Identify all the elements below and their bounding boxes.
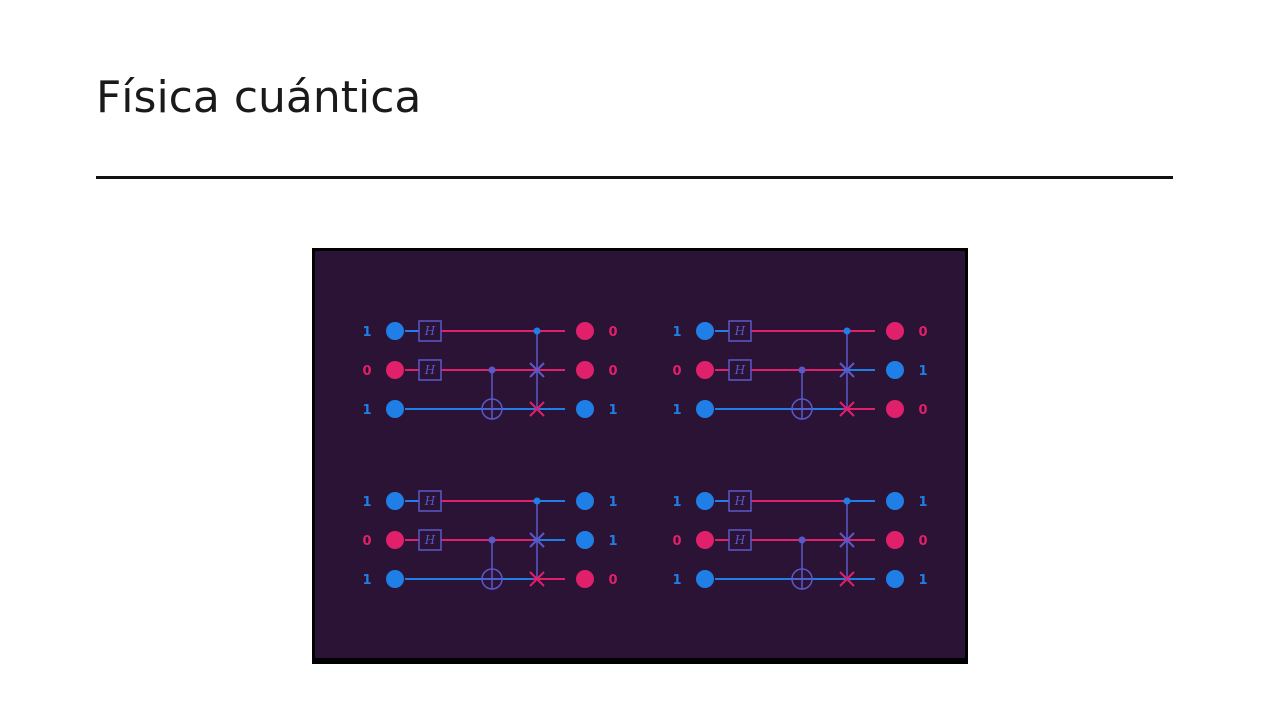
output-label: 0 xyxy=(918,534,927,549)
hadamard-gate-label: H xyxy=(734,533,746,547)
hadamard-gate xyxy=(728,490,752,512)
input-label: 1 xyxy=(672,403,681,418)
input-qubit-dot xyxy=(696,361,714,379)
swap-x-mark xyxy=(529,362,545,378)
input-qubit-dot xyxy=(696,322,714,340)
input-qubit-dot xyxy=(696,570,714,588)
cswap-control-dot xyxy=(533,327,541,335)
hadamard-gate xyxy=(728,320,752,342)
hadamard-gate xyxy=(418,320,442,342)
output-label: 0 xyxy=(608,364,617,379)
output-qubit-dot xyxy=(886,492,904,510)
output-qubit-dot xyxy=(576,570,594,588)
swap-x-mark xyxy=(529,401,545,417)
output-label: 1 xyxy=(608,495,617,510)
input-qubit-dot xyxy=(696,492,714,510)
hadamard-gate-label: H xyxy=(734,494,746,508)
hadamard-gate xyxy=(418,490,442,512)
input-label: 1 xyxy=(672,325,681,340)
input-label: 0 xyxy=(672,364,681,379)
title-underline xyxy=(96,176,1173,179)
output-qubit-dot xyxy=(576,322,594,340)
hadamard-gate-label: H xyxy=(734,363,746,377)
swap-x-mark xyxy=(839,401,855,417)
output-label: 1 xyxy=(608,534,617,549)
hadamard-gate xyxy=(418,529,442,551)
output-qubit-dot xyxy=(886,361,904,379)
input-qubit-dot xyxy=(386,361,404,379)
output-label: 1 xyxy=(918,573,927,588)
cnot-control-dot xyxy=(488,536,496,544)
input-label: 1 xyxy=(362,325,371,340)
swap-x-mark xyxy=(839,532,855,548)
input-qubit-dot xyxy=(696,400,714,418)
cnot-control-dot xyxy=(488,366,496,374)
output-qubit-dot xyxy=(576,531,594,549)
swap-x-mark xyxy=(529,571,545,587)
input-qubit-dot xyxy=(386,531,404,549)
swap-x-mark xyxy=(839,362,855,378)
hadamard-gate xyxy=(418,359,442,381)
output-qubit-dot xyxy=(886,322,904,340)
input-qubit-dot xyxy=(696,531,714,549)
hadamard-gate-label: H xyxy=(734,324,746,338)
output-label: 1 xyxy=(918,495,927,510)
cnot-control-dot xyxy=(798,536,806,544)
cswap-control-dot xyxy=(843,497,851,505)
slide-title: Física cuántica xyxy=(96,72,422,123)
output-qubit-dot xyxy=(576,400,594,418)
figure-background xyxy=(315,251,965,658)
hadamard-gate xyxy=(728,359,752,381)
output-label: 0 xyxy=(918,403,927,418)
swap-x-mark xyxy=(529,532,545,548)
output-qubit-dot xyxy=(886,531,904,549)
input-qubit-dot xyxy=(386,400,404,418)
input-label: 0 xyxy=(362,534,371,549)
hadamard-gate-label: H xyxy=(424,533,436,547)
hadamard-gate-label: H xyxy=(424,363,436,377)
output-label: 0 xyxy=(608,325,617,340)
cswap-control-dot xyxy=(843,327,851,335)
cswap-control-dot xyxy=(533,497,541,505)
input-qubit-dot xyxy=(386,570,404,588)
output-qubit-dot xyxy=(886,570,904,588)
hadamard-gate xyxy=(728,529,752,551)
output-label: 1 xyxy=(918,364,927,379)
input-label: 1 xyxy=(672,573,681,588)
output-qubit-dot xyxy=(576,492,594,510)
output-qubit-dot xyxy=(886,400,904,418)
input-label: 0 xyxy=(672,534,681,549)
input-label: 1 xyxy=(362,495,371,510)
input-qubit-dot xyxy=(386,492,404,510)
input-label: 1 xyxy=(672,495,681,510)
hadamard-gate-label: H xyxy=(424,494,436,508)
hadamard-gate-label: H xyxy=(424,324,436,338)
swap-x-mark xyxy=(839,571,855,587)
input-label: 1 xyxy=(362,573,371,588)
input-label: 1 xyxy=(362,403,371,418)
output-label: 0 xyxy=(918,325,927,340)
input-label: 0 xyxy=(362,364,371,379)
cnot-control-dot xyxy=(798,366,806,374)
output-label: 0 xyxy=(608,573,617,588)
input-qubit-dot xyxy=(386,322,404,340)
output-qubit-dot xyxy=(576,361,594,379)
output-label: 1 xyxy=(608,403,617,418)
